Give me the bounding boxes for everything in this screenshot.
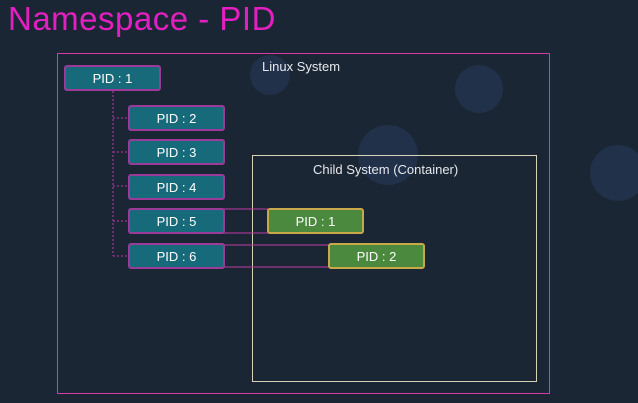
decor-circle (590, 145, 638, 201)
host-pid-5-box: PID : 5 (128, 208, 225, 234)
slide-title: Namespace - PID (8, 0, 276, 37)
host-pid-1-box: PID : 1 (64, 65, 161, 91)
host-pid-4-box: PID : 4 (128, 174, 225, 200)
host-pid-6-box: PID : 6 (128, 243, 225, 269)
container-pid-1-box: PID : 1 (267, 208, 364, 234)
child-system-label: Child System (Container) (313, 162, 459, 177)
container-pid-2-box: PID : 2 (328, 243, 425, 269)
linux-system-label: Linux System (262, 59, 341, 74)
decor-circle (250, 55, 290, 95)
decor-circle (455, 65, 503, 113)
child-system-box (252, 155, 537, 382)
host-pid-3-box: PID : 3 (128, 139, 225, 165)
host-pid-2-box: PID : 2 (128, 105, 225, 131)
linux-system-box (57, 53, 550, 394)
